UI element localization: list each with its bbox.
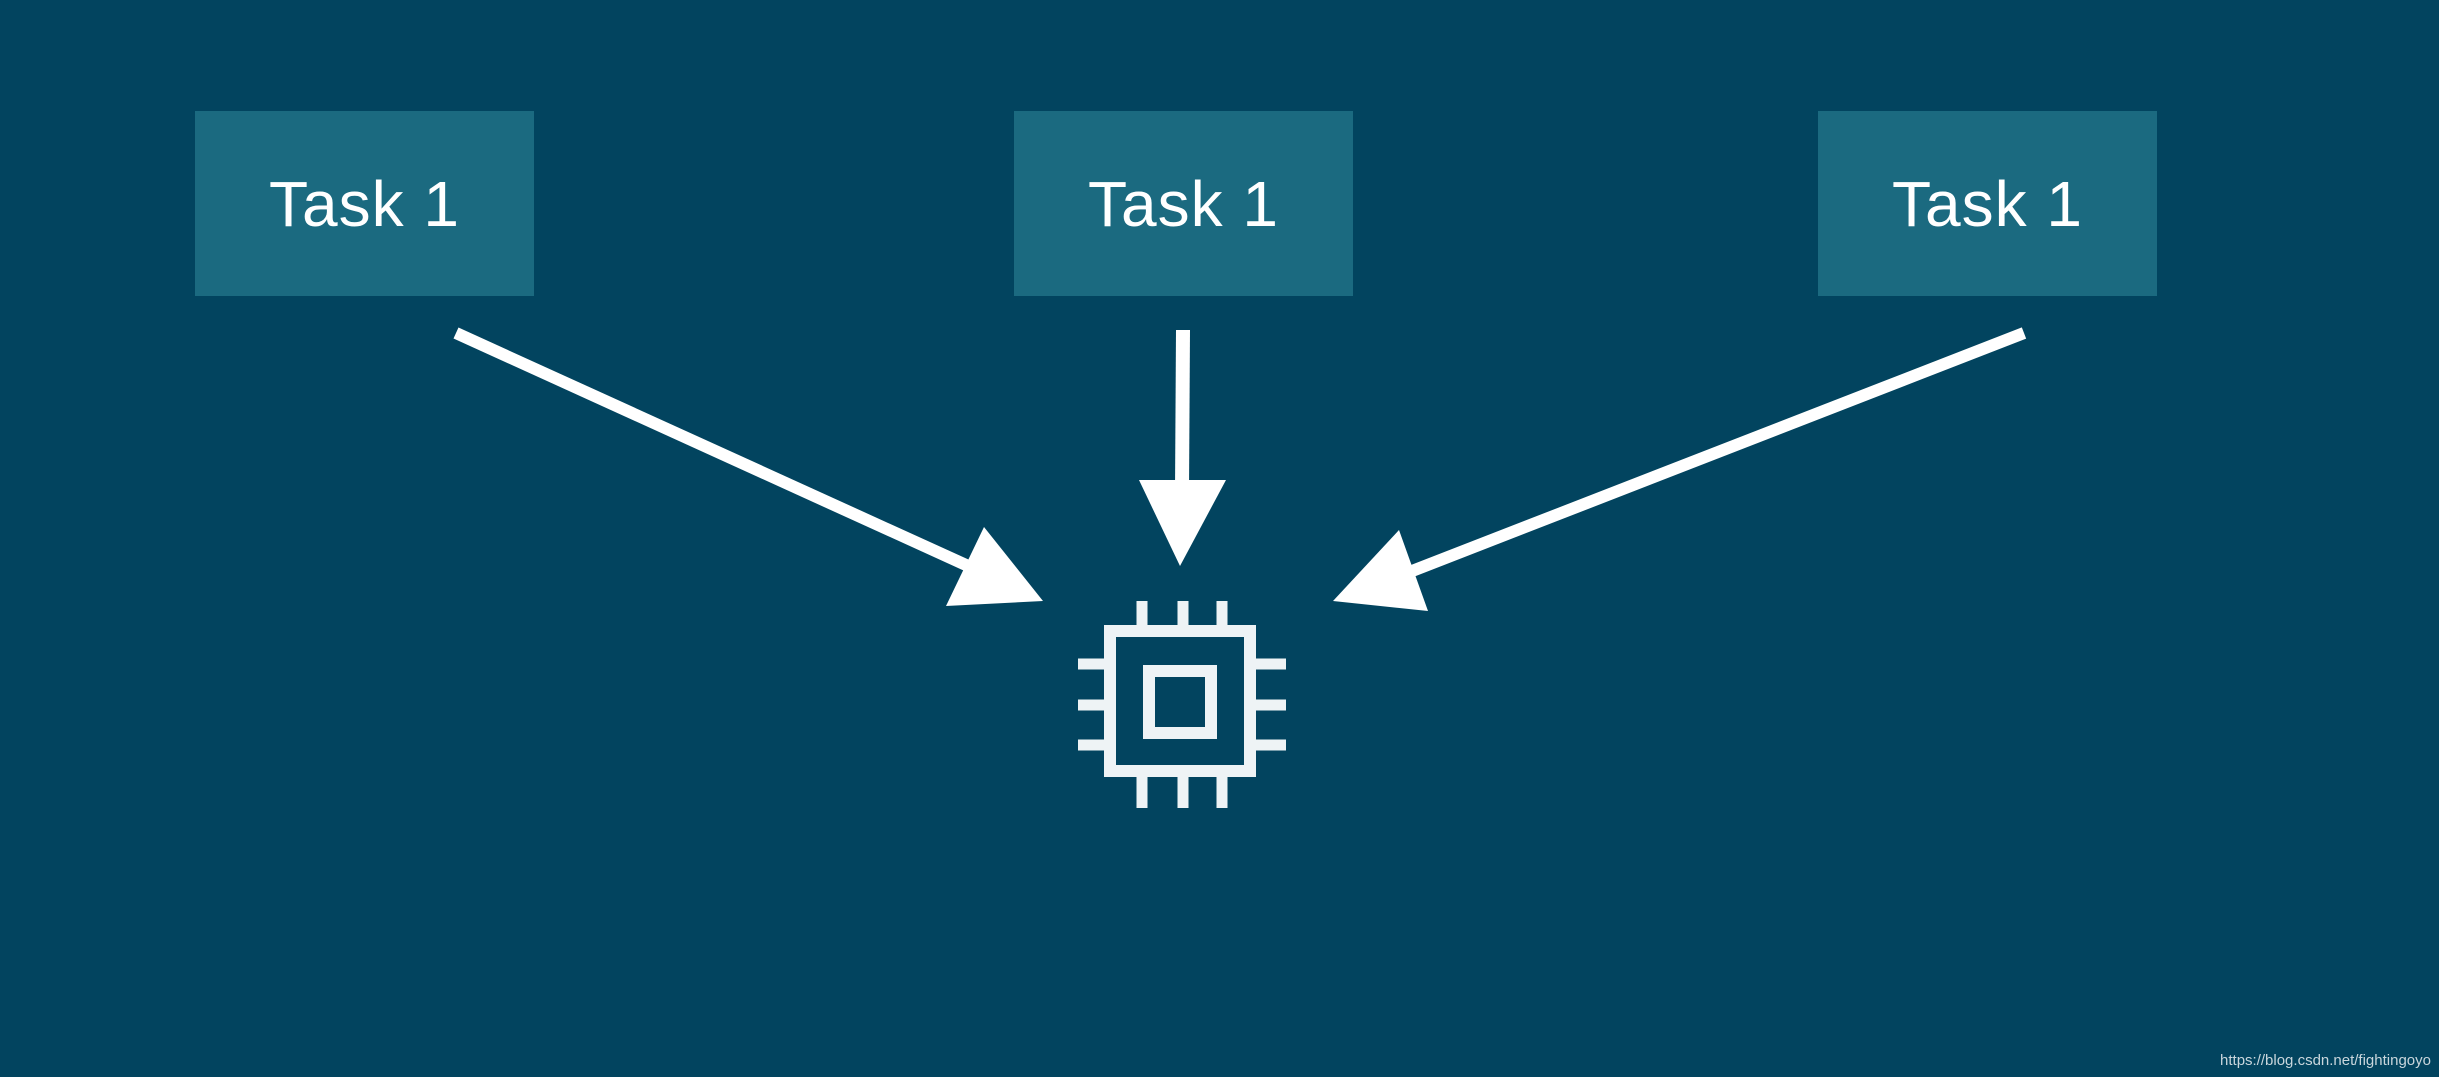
arrow-left-shaft — [453, 327, 980, 576]
arrow-center-head — [1139, 480, 1226, 566]
arrow-center-shaft — [1175, 329, 1190, 493]
task-label: Task 1 — [1088, 167, 1279, 240]
task-box-center: Task 1 — [1014, 111, 1353, 296]
arrow-right — [1333, 327, 2027, 611]
task-label: Task 1 — [269, 167, 460, 240]
arrow-left — [453, 327, 1043, 606]
cpu-chip-icon — [1078, 601, 1286, 808]
arrow-right-head — [1333, 530, 1428, 611]
task-box-right: Task 1 — [1818, 111, 2157, 296]
task-box-left: Task 1 — [195, 111, 534, 296]
arrow-center — [1139, 329, 1226, 566]
cpu-body — [1104, 625, 1256, 777]
watermark-text: https://blog.csdn.net/fightingoyo — [2220, 1052, 2431, 1069]
arrow-right-shaft — [1404, 327, 2027, 579]
task-label: Task 1 — [1892, 167, 2083, 240]
cpu-core — [1143, 665, 1217, 739]
arrow-left-head — [946, 527, 1043, 606]
